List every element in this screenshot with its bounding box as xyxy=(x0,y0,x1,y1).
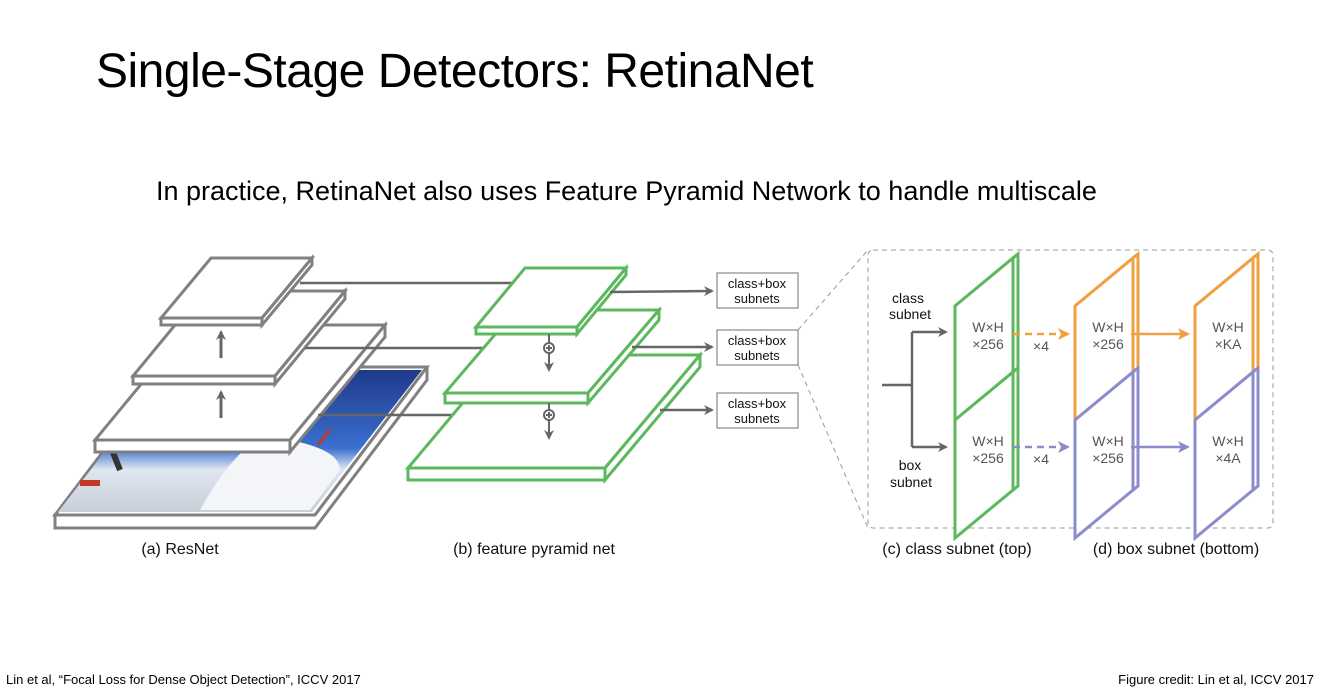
class-subnet-label-2: subnet xyxy=(889,306,931,322)
subnet-box-1: class+box subnets xyxy=(716,272,799,309)
svg-text:class+box: class+box xyxy=(728,333,787,348)
caption-b: (b) feature pyramid net xyxy=(453,541,615,558)
fpn-stack xyxy=(404,263,704,485)
feature-map-channels: ×KA xyxy=(1215,336,1243,352)
repeat-label-box: ×4 xyxy=(1033,451,1049,467)
subnet-arrows xyxy=(609,286,714,415)
caption-d: (d) box subnet (bottom) xyxy=(1093,541,1259,558)
resnet-level-1 xyxy=(157,253,316,330)
feature-map-channels: ×256 xyxy=(1092,336,1124,352)
citation: Lin et al, “Focal Loss for Dense Object … xyxy=(6,672,361,687)
subnet-detail-frame xyxy=(867,249,1274,529)
class-subnet-label: class xyxy=(892,290,924,306)
caption-a: (a) ResNet xyxy=(141,541,219,558)
slide-title: Single-Stage Detectors: RetinaNet xyxy=(96,45,814,98)
box-feature-map-1: W×H×256 xyxy=(953,364,1020,542)
box-subnet-label: box xyxy=(899,457,922,473)
feature-map-channels: ×256 xyxy=(972,336,1004,352)
feature-map-channels: ×256 xyxy=(1092,450,1124,466)
feature-map-size: W×H xyxy=(1092,319,1124,335)
figure-credit: Figure credit: Lin et al, ICCV 2017 xyxy=(1118,672,1314,687)
feature-map-size: W×H xyxy=(1212,319,1244,335)
svg-text:class+box: class+box xyxy=(728,396,787,411)
svg-text:subnets: subnets xyxy=(734,348,780,363)
svg-text:subnets: subnets xyxy=(734,411,780,426)
zoom-guides xyxy=(797,249,1274,529)
feature-map-channels: ×4A xyxy=(1215,450,1241,466)
repeat-label-class: ×4 xyxy=(1033,338,1049,354)
fpn-level-1 xyxy=(472,263,630,339)
feature-map-size: W×H xyxy=(972,319,1004,335)
svg-text:subnets: subnets xyxy=(734,291,780,306)
branch-arrows xyxy=(882,327,948,452)
caption-c: (c) class subnet (top) xyxy=(882,541,1031,558)
feature-map-size: W×H xyxy=(1092,433,1124,449)
fpn-merge-ops xyxy=(543,334,555,440)
feature-map-size: W×H xyxy=(1212,433,1244,449)
subnet-box-2: class+box subnets xyxy=(716,329,799,366)
subnet-box-3: class+box subnets xyxy=(716,392,799,429)
svg-text:class+box: class+box xyxy=(728,276,787,291)
box-subnet-label-2: subnet xyxy=(890,474,932,490)
resnet-stack xyxy=(51,253,431,530)
box-feature-map-3: W×H×4A xyxy=(1193,364,1260,542)
feature-map-size: W×H xyxy=(972,433,1004,449)
fpn-level-3 xyxy=(404,350,704,485)
slide-subtitle: In practice, RetinaNet also uses Feature… xyxy=(156,176,1097,206)
box-feature-map-2: W×H×256 xyxy=(1073,364,1140,542)
feature-map-channels: ×256 xyxy=(972,450,1004,466)
